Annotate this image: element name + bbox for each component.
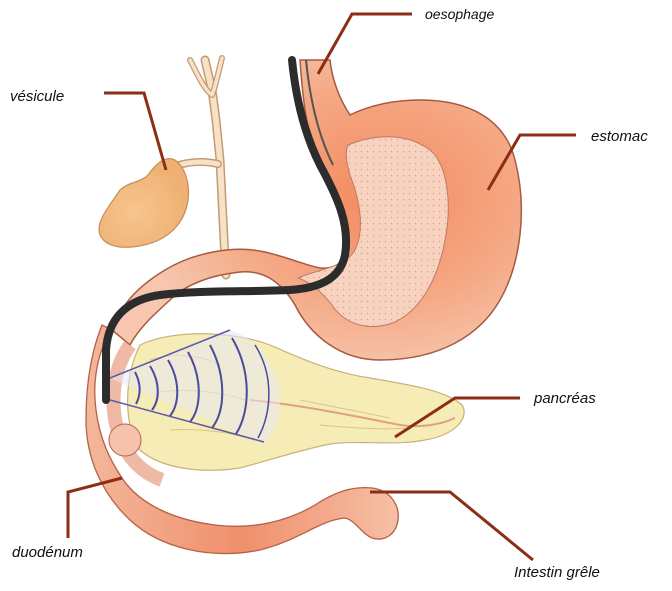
label-pancreas: pancréas: [534, 390, 596, 407]
leader-line-vesicule: [104, 93, 166, 170]
label-intestin-grele: Intestin grêle: [514, 564, 600, 581]
label-vesicule: vésicule: [10, 88, 64, 105]
label-oesophage: oesophage: [425, 6, 494, 22]
label-duodenum: duodénum: [12, 544, 83, 561]
gallbladder-shape: [99, 159, 188, 248]
leader-line-oesophage: [318, 14, 412, 74]
label-estomac: estomac: [591, 128, 648, 145]
